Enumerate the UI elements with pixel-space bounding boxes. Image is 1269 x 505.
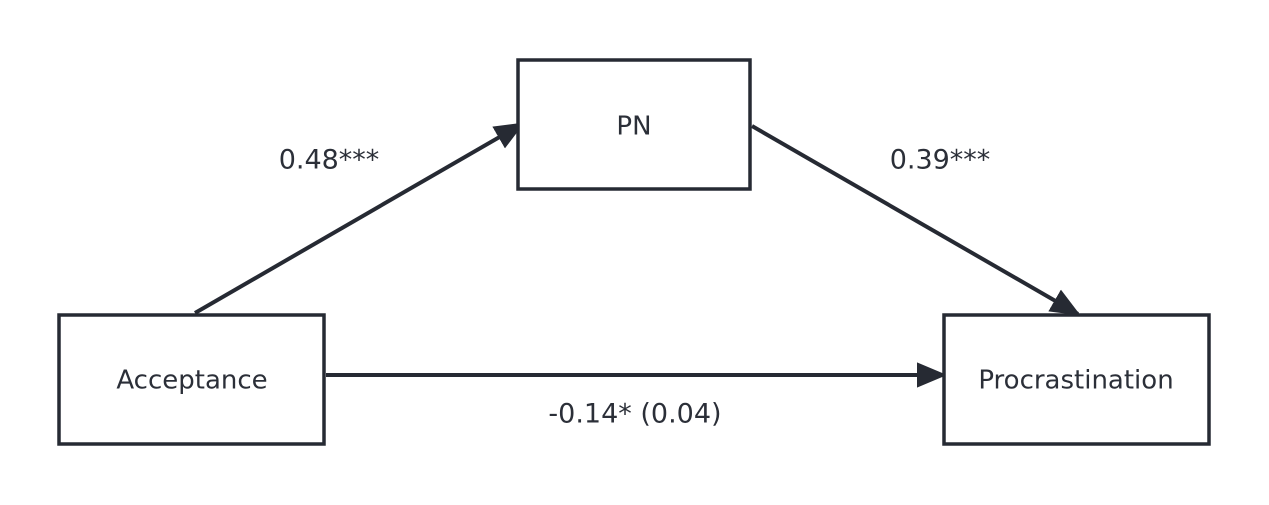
edge-pn-to-procrastination <box>751 124 1081 316</box>
edge-label-c-path: -0.14* (0.04) <box>548 399 721 430</box>
edge-acceptance-to-pn <box>193 122 525 315</box>
node-procrastination-label: Procrastination <box>978 366 1173 396</box>
node-pn-label: PN <box>616 112 651 142</box>
edge-label-a-path: 0.48*** <box>279 145 380 176</box>
node-pn: PN <box>516 58 752 191</box>
node-acceptance: Acceptance <box>57 313 326 446</box>
node-pn-box <box>516 58 752 191</box>
edge-label-b-path: 0.39*** <box>890 145 991 176</box>
node-procrastination-box <box>942 313 1211 446</box>
node-acceptance-box <box>57 313 326 446</box>
node-acceptance-label: Acceptance <box>116 366 267 396</box>
node-procrastination: Procrastination <box>942 313 1211 446</box>
